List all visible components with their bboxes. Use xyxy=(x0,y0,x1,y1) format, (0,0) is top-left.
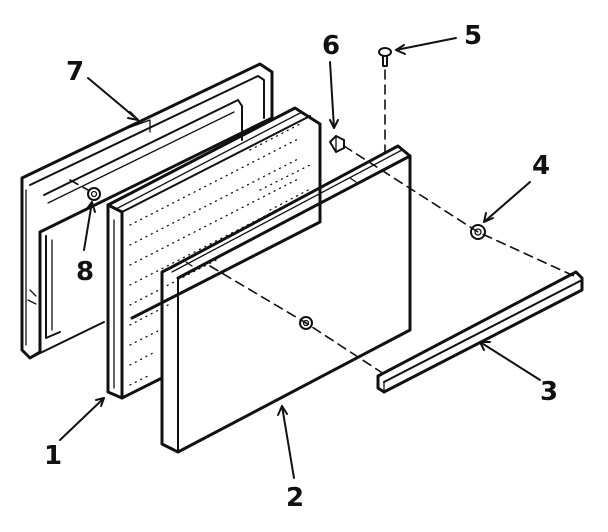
screw xyxy=(378,47,392,67)
door-frame-liner xyxy=(20,62,274,360)
bottom-trim-strip xyxy=(376,270,584,394)
callout-7: 7 xyxy=(66,57,84,87)
stud xyxy=(329,135,345,153)
callout-5: 5 xyxy=(464,21,482,51)
callout-4: 4 xyxy=(532,151,550,181)
callout-6: 6 xyxy=(322,31,340,61)
insulation-panel xyxy=(106,106,322,400)
callout-3: 3 xyxy=(540,377,558,407)
inner-spacer xyxy=(69,179,101,201)
leader-lines xyxy=(59,37,541,479)
callout-2: 2 xyxy=(286,483,304,513)
callout-1: 1 xyxy=(44,441,62,471)
outer-door-panel xyxy=(160,144,412,454)
door-center-screw xyxy=(299,316,313,330)
callout-8: 8 xyxy=(76,257,94,287)
spacer xyxy=(470,224,486,240)
assembly-lines xyxy=(209,69,575,375)
